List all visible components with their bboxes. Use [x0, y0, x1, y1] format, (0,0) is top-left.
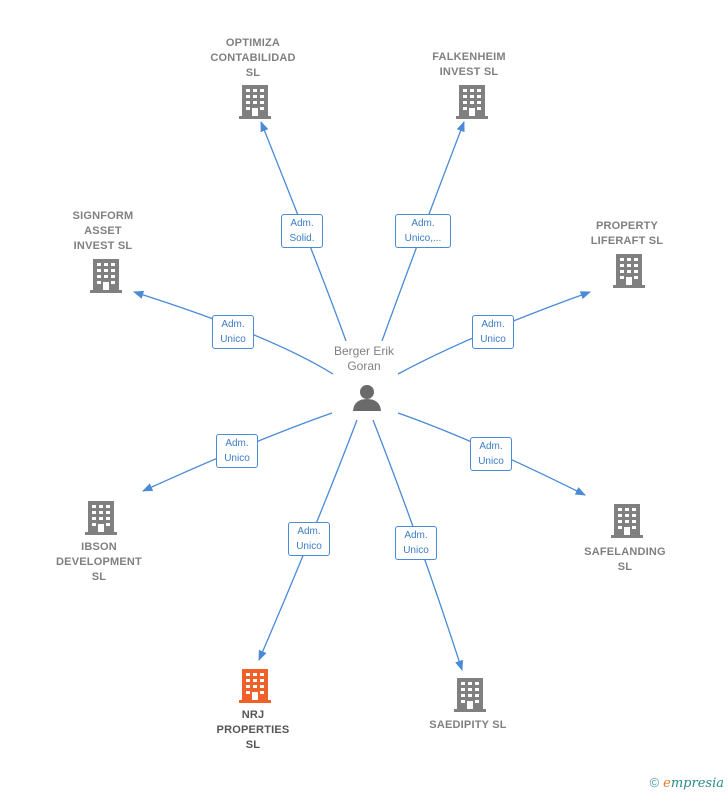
company-name-signform[interactable]: SIGNFORM ASSET INVEST SL: [72, 210, 134, 252]
building-icon[interactable]: [239, 85, 271, 119]
person-name[interactable]: Berger Erik Goran: [333, 344, 395, 373]
role-badge-safelanding: Adm. Unico: [470, 437, 512, 471]
building-icon[interactable]: [239, 669, 271, 703]
role-badge-nrj: Adm. Unico: [288, 522, 330, 556]
edge-optimiza: [260, 121, 347, 342]
company-name-nrj[interactable]: NRJ PROPERTIES SL: [216, 709, 290, 751]
company-name-ibson[interactable]: IBSON DEVELOPMENT SL: [56, 541, 142, 583]
copyright-symbol: ©: [649, 775, 660, 790]
role-badge-ibson: Adm. Unico: [216, 434, 258, 468]
building-icon[interactable]: [454, 678, 486, 712]
building-icon[interactable]: [90, 259, 122, 293]
company-name-optimiza[interactable]: OPTIMIZA CONTABILIDAD SL: [210, 37, 296, 79]
copyright-credit: ©empresia: [650, 775, 724, 791]
role-badge-optimiza: Adm. Solid.: [281, 214, 323, 248]
role-badge-signform: Adm. Unico: [212, 315, 254, 349]
role-badge-property: Adm. Unico: [472, 315, 514, 349]
role-badge-falkenheim: Adm. Unico,...: [395, 214, 451, 248]
person-icon[interactable]: [353, 385, 381, 411]
brand-logo: empresia: [663, 776, 724, 791]
company-name-falkenheim[interactable]: FALKENHEIM INVEST SL: [432, 51, 506, 78]
company-name-safelanding[interactable]: SAFELANDING SL: [584, 546, 666, 573]
company-name-saedipity[interactable]: SAEDIPITY SL: [429, 719, 507, 731]
building-icon[interactable]: [611, 504, 643, 538]
role-badge-saedipity: Adm. Unico: [395, 526, 437, 560]
building-icon[interactable]: [85, 501, 117, 535]
company-name-property[interactable]: PROPERTY LIFERAFT SL: [590, 220, 664, 247]
building-icon[interactable]: [456, 85, 488, 119]
building-icon[interactable]: [613, 254, 645, 288]
